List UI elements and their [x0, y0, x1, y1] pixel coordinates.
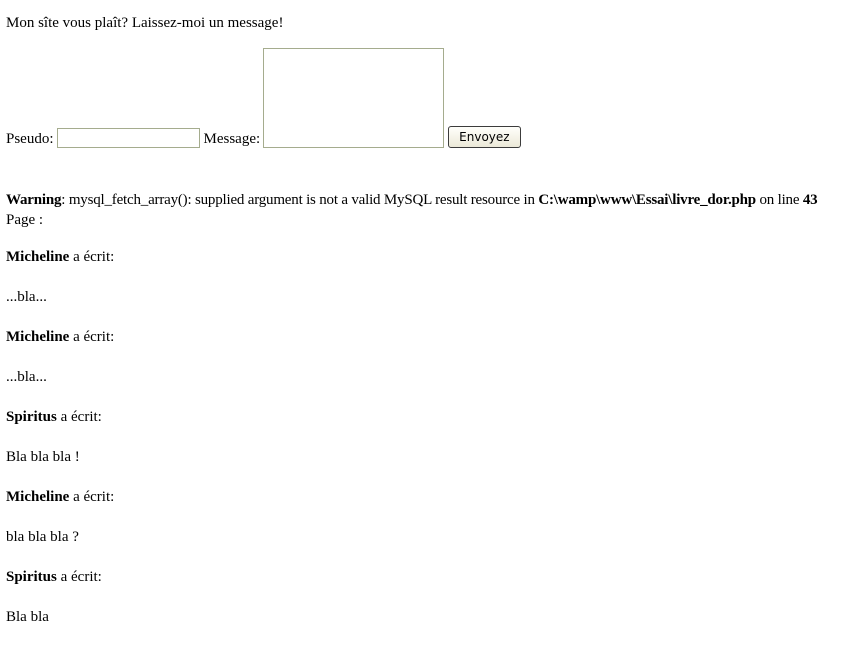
- intro-text: Mon sîte vous plaît? Laissez-moi un mess…: [6, 15, 284, 31]
- wrote-text: a écrit:: [69, 249, 115, 265]
- entry-header: Micheline a écrit:: [6, 488, 114, 528]
- entry-message: ...bla...: [6, 289, 47, 305]
- entry: Spiritus a écrit:Bla bla bla !: [6, 408, 114, 488]
- entry-header: Micheline a écrit:: [6, 248, 114, 288]
- entry-author: Micheline: [6, 249, 70, 265]
- entry: Micheline a écrit:...bla...: [6, 328, 114, 408]
- entry: Spiritus a écrit:Bla bla: [6, 568, 114, 648]
- wrote-text: a écrit:: [56, 569, 102, 585]
- wrote-text: a écrit:: [69, 329, 115, 345]
- message-label: Message:: [203, 131, 261, 147]
- warning-label: Warning: [6, 192, 62, 208]
- entry-header: Spiritus a écrit:: [6, 568, 114, 608]
- warning-on-line: on line: [755, 192, 803, 208]
- entry: Micheline a écrit:bla bla bla ?: [6, 488, 114, 568]
- pseudo-label: Pseudo:: [6, 131, 54, 147]
- wrote-text: a écrit:: [69, 489, 115, 505]
- warning-file: C:\wamp\www\Essai\livre_dor.php: [538, 192, 756, 208]
- entry-message: Bla bla: [6, 609, 49, 625]
- entry-header: Spiritus a écrit:: [6, 408, 114, 448]
- warning-text: : mysql_fetch_array(): supplied argument…: [61, 192, 539, 208]
- entry-message: bla bla bla ?: [6, 529, 79, 545]
- entry-author: Spiritus: [6, 569, 57, 585]
- php-warning: Warning: mysql_fetch_array(): supplied a…: [6, 192, 818, 209]
- wrote-text: a écrit:: [56, 409, 102, 425]
- guestbook-form: Pseudo: Message: Envoyez: [6, 48, 521, 148]
- entry-author: Spiritus: [6, 409, 57, 425]
- entry-message: Bla bla bla !: [6, 449, 80, 465]
- entry-header: Micheline a écrit:: [6, 328, 114, 368]
- entry-message: ...bla...: [6, 369, 47, 385]
- warning-line: 43: [802, 192, 818, 208]
- entries-list: Micheline a écrit:...bla... Micheline a …: [6, 248, 114, 648]
- message-textarea[interactable]: [263, 48, 445, 148]
- entry: Micheline a écrit:...bla...: [6, 248, 114, 328]
- entry-author: Micheline: [6, 329, 70, 345]
- entry-author: Micheline: [6, 489, 70, 505]
- submit-button[interactable]: Envoyez: [448, 126, 521, 148]
- page-label: Page :: [6, 212, 44, 228]
- pseudo-input[interactable]: [56, 128, 200, 148]
